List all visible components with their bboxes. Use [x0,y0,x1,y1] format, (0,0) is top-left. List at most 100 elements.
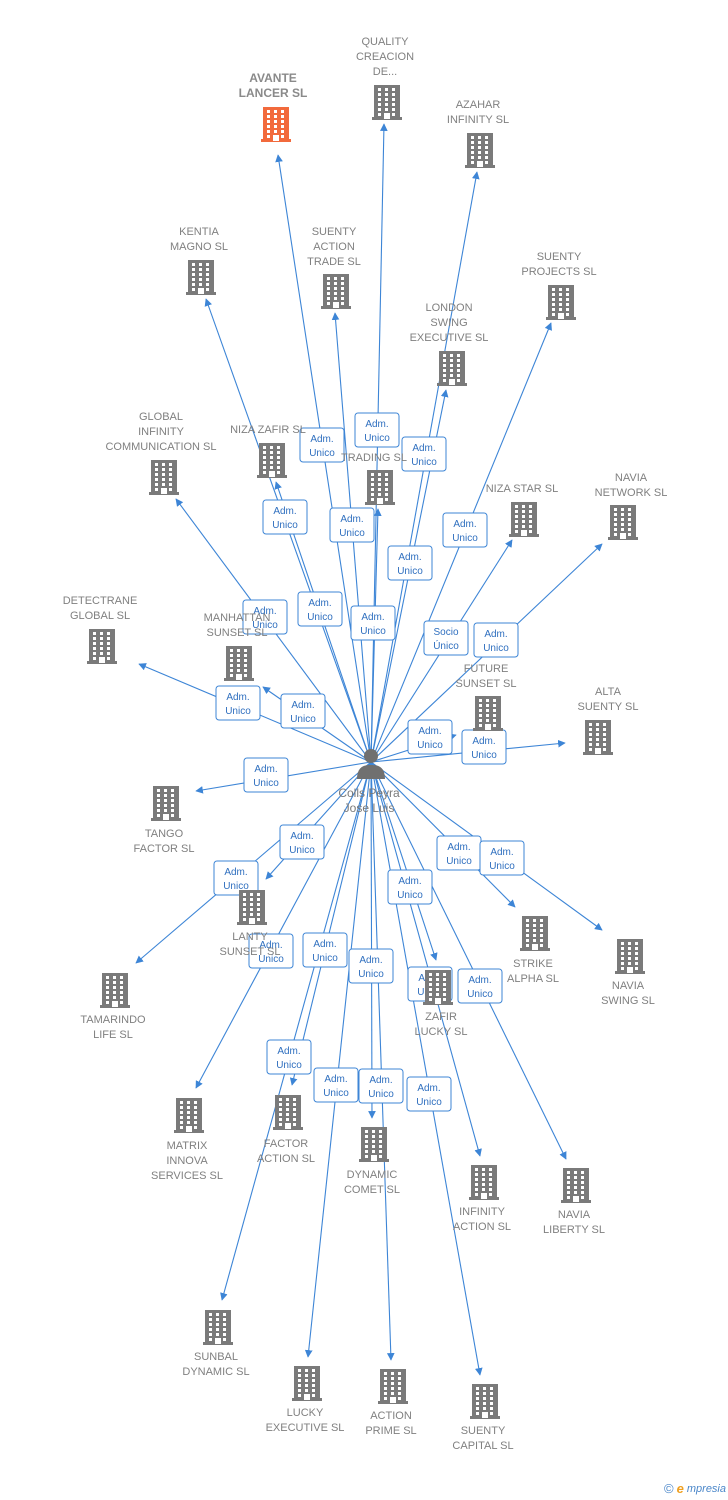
relation-label-global[interactable]: Adm.Unico [242,599,288,635]
relation-label-text: Único [433,639,459,652]
company-node-niza_star[interactable]: NIZA STAR SL [486,483,559,537]
relation-label-text: Unico [489,861,515,872]
relation-label-text: Adm. [472,736,495,747]
relation-label-text: Unico [471,750,497,761]
building-icon [203,1310,233,1345]
relation-label-suenty_capital[interactable]: Adm.Unico [406,1076,452,1112]
relation-label-text: Adm. [398,876,421,887]
company-name-line: SUNSET SL [220,946,281,958]
relation-label-trading[interactable]: Adm.Unico [350,605,396,641]
relation-label-matrix[interactable]: Adm.Unico [248,933,294,969]
relation-label-action_prime[interactable]: Adm.Unico [358,1068,404,1104]
relation-label-future[interactable]: Adm.Unico [407,719,453,755]
building-icon [473,696,503,731]
company-name-line: FACTOR SL [134,843,195,855]
relation-label-suenty_action[interactable]: Adm.Unico [329,507,375,543]
company-node-factor[interactable]: FACTOR ACTION SL [257,1095,315,1165]
relation-label-text: Unico [309,448,335,459]
relation-label-quality[interactable]: Adm.Unico [354,412,400,448]
relation-label-navia_liberty[interactable]: Adm.Unico [457,968,503,1004]
relation-label-text: Unico [276,1060,302,1071]
building-icon [151,786,181,821]
relation-label-suenty_projects[interactable]: Adm.Unico [442,512,488,548]
company-name-line: MANHATTAN [204,612,271,624]
edge-suenty_capital [370,761,483,1376]
relation-label-text: Adm. [340,514,363,525]
company-name-line: FACTOR [264,1138,308,1150]
relation-label-text: Adm. [484,629,507,640]
relation-label-text: Unico [289,845,315,856]
building-icon [174,1098,204,1133]
relation-label-text: Adm. [277,1046,300,1057]
company-name-line: DETECTRANE [63,595,138,607]
company-node-quality[interactable]: QUALITY CREACION DE... [356,36,414,120]
company-name-line: INFINITY SL [447,114,509,126]
relation-label-dynamic[interactable]: Adm.Unico [348,948,394,984]
relation-label-azahar[interactable]: Adm.Unico [401,436,447,472]
company-name-line: SUENTY [312,226,357,238]
relation-label-niza_zafir[interactable]: Adm.Unico [297,591,343,627]
company-name-line: DYNAMIC SL [182,1366,249,1378]
relation-label-london[interactable]: Adm.Unico [387,545,433,581]
relation-label-text: Adm. [273,506,296,517]
relation-label-strike[interactable]: Adm.Unico [436,835,482,871]
relation-label-lucky[interactable]: Adm.Unico [313,1067,359,1103]
relation-label-detectrane[interactable]: Adm.Unico [215,685,261,721]
edge-strike [370,761,516,908]
building-icon [546,285,576,320]
relation-label-tamarindo[interactable]: Adm.Unico [213,860,259,896]
company-name-line: COMET SL [344,1184,400,1196]
relation-label-text: Adm. [447,842,470,853]
relation-label-alta[interactable]: Adm. Unico [461,729,507,765]
relation-label-avante[interactable]: Adm.Unico [299,427,345,463]
company-node-niza_zafir[interactable]: NIZA ZAFIR SL [230,424,306,478]
relation-label-tango[interactable]: Adm.Unico [243,757,289,793]
relation-label-factor[interactable]: Adm.Unico [302,932,348,968]
relation-label-manhattan[interactable]: Adm.Unico [280,693,326,729]
company-node-trading[interactable]: TRADING SL [341,452,407,505]
relation-label-sunbal[interactable]: Adm. Unico [266,1039,312,1075]
relation-label-navia_network[interactable]: Adm.Unico [473,622,519,658]
company-name-line: CREACION [356,51,414,63]
relation-label-zafir[interactable]: Adm.Unico [387,869,433,905]
relation-label-kentia[interactable]: Adm.Unico [262,499,308,535]
relation-label-text: Adm. [361,612,384,623]
company-name-line: MAGNO SL [170,241,228,253]
company-name-line: ACTION SL [257,1153,315,1165]
relation-label-navia_swing[interactable]: Adm.Unico [479,840,525,876]
edge-lucky [304,761,372,1358]
relation-label-lanty[interactable]: Adm.Unico [279,824,325,860]
edge-action_prime [370,761,395,1361]
company-name-line: DE... [373,66,397,78]
company-name-line: QUALITY [361,36,409,48]
